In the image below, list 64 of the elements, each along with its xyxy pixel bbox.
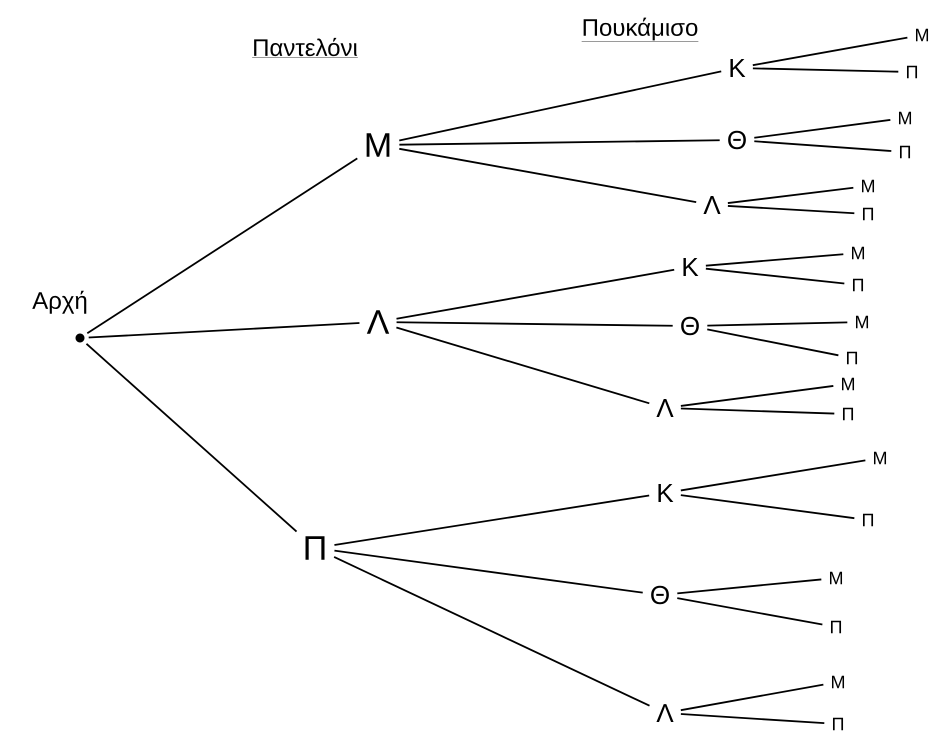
branch-line	[754, 119, 890, 139]
branch-line	[399, 139, 720, 146]
branch-line	[754, 140, 892, 152]
root-dot	[76, 334, 84, 342]
branch-line	[334, 556, 650, 707]
branch-line	[680, 408, 834, 414]
tree-letter: Π	[306, 536, 325, 560]
branch-line	[88, 322, 360, 338]
branch-line	[396, 321, 673, 327]
tree-letter: Μ	[856, 316, 868, 328]
tree-letter: Κ	[730, 59, 746, 77]
tree-letter: Μ	[832, 676, 844, 688]
tree-letter: Θ	[728, 130, 746, 150]
branch-line	[680, 684, 824, 712]
tree-letter: Λ	[366, 310, 390, 334]
branch-line	[706, 253, 844, 267]
tree-letter: Μ	[862, 180, 874, 192]
branch-line	[86, 343, 298, 532]
root-label: Αρχή	[32, 290, 86, 314]
branch-line	[399, 70, 722, 142]
tree-letter: Π	[900, 146, 910, 158]
branch-line	[728, 186, 854, 204]
branch-line	[680, 494, 854, 520]
branch-line	[399, 148, 696, 204]
branch-line	[706, 268, 844, 284]
tree-letter: Μ	[874, 452, 886, 464]
tree-letter: Μ	[830, 572, 842, 584]
tree-letter: Π	[842, 408, 854, 420]
tree-letter: Λ	[656, 704, 674, 722]
tree-letter: Π	[862, 514, 874, 526]
tree-letter: Π	[852, 278, 864, 292]
tree-letter: Λ	[656, 399, 674, 417]
tree-letter: Μ	[899, 112, 912, 124]
branch-line	[680, 385, 834, 407]
tree-letter: Θ	[681, 316, 699, 336]
column-heading: Παντελόνι	[252, 38, 358, 58]
branch-line	[677, 597, 823, 626]
branch-line	[334, 494, 650, 546]
branch-line	[752, 67, 898, 73]
tree-letter: Κ	[683, 258, 698, 276]
branch-line	[396, 268, 674, 320]
tree-letter: Π	[862, 208, 874, 220]
column-heading: Πουκάμισο	[581, 18, 699, 42]
branch-line	[86, 158, 358, 334]
branch-line	[707, 321, 848, 326]
tree-letter: Μ	[916, 28, 928, 42]
branch-line	[752, 36, 908, 66]
tree-letter: Π	[906, 66, 918, 78]
branch-line	[334, 550, 643, 594]
branch-line	[680, 713, 824, 724]
tree-letter: Θ	[651, 586, 669, 604]
tree-letter: Π	[830, 620, 842, 634]
tree-letter: Π	[846, 352, 858, 364]
branch-line	[707, 328, 839, 356]
tree-letter: Μ	[842, 378, 854, 390]
branch-line	[677, 578, 822, 594]
tree-letter: Μ	[366, 133, 390, 157]
branch-line	[680, 460, 866, 492]
branch-line	[728, 205, 854, 214]
branch-line	[396, 326, 650, 404]
tree-letter: Π	[832, 718, 844, 730]
tree-letter: Λ	[703, 196, 721, 214]
tree-letter: Μ	[852, 246, 864, 260]
tree-letter: Κ	[658, 484, 674, 502]
